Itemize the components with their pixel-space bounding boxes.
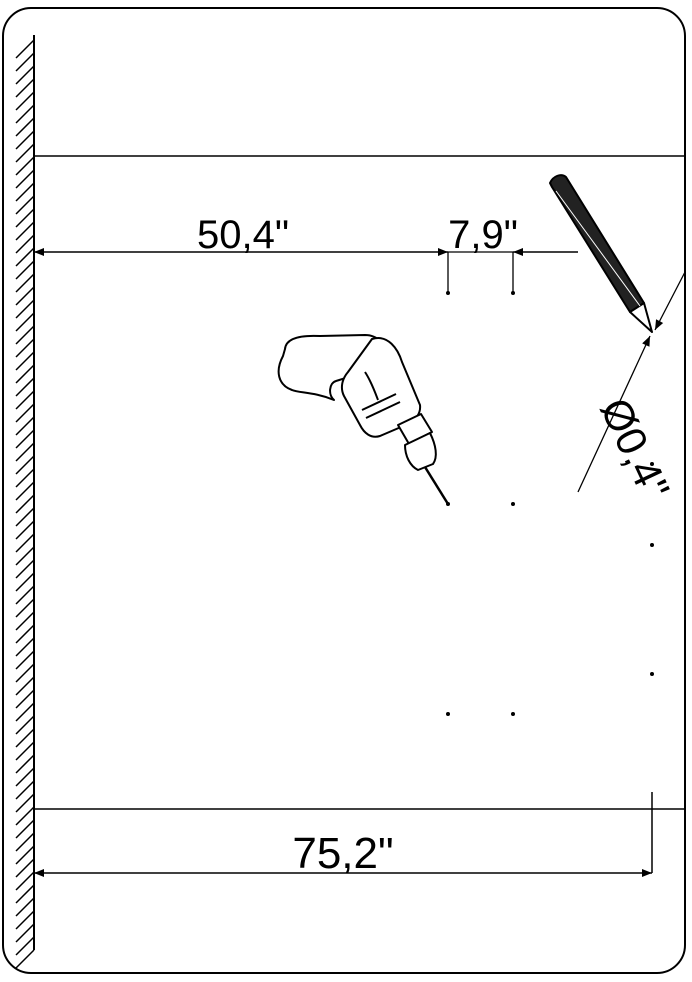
wall-hatch-line — [15, 598, 35, 618]
wall-hatch-line — [15, 585, 35, 605]
wall-hatch-line — [15, 819, 35, 839]
wall-hatch-line — [15, 741, 35, 761]
wall-hatch-line — [15, 702, 35, 722]
wall-hatch-line — [15, 806, 35, 826]
wall-hatch-line — [15, 156, 35, 176]
wall-hatch-line — [15, 442, 35, 462]
wall-hatch-line — [15, 117, 35, 137]
wall-hatch-line — [15, 494, 35, 514]
wall-hatch-line — [15, 65, 35, 85]
wall-hatch-line — [15, 429, 35, 449]
wall-hatch-line — [15, 520, 35, 540]
wall-hatch-line — [15, 130, 35, 150]
wall-hatch-line — [15, 234, 35, 254]
wall-hatch-line — [15, 260, 35, 280]
wall-hatch-line — [15, 832, 35, 852]
wall-hatch-line — [15, 455, 35, 475]
wall-hatch-line — [15, 767, 35, 787]
wall-hatch-line — [15, 910, 35, 930]
wall-hatch-line — [15, 663, 35, 683]
wall-hatch-line — [15, 715, 35, 735]
wall-hatch-line — [15, 338, 35, 358]
wall-hatch-line — [15, 169, 35, 189]
hole-diameter-label: Ø0,4" — [591, 391, 678, 507]
hole-marks — [446, 291, 654, 716]
wall-hatch-line — [15, 533, 35, 553]
wall-hatch-line — [15, 104, 35, 124]
wall-hatch-line — [15, 858, 35, 878]
wall-hatch-line — [15, 182, 35, 202]
wall-hatch-line — [15, 390, 35, 410]
wall-hatch-line — [15, 676, 35, 696]
wall-hatch-line — [15, 52, 35, 72]
wall-hatch-line — [15, 611, 35, 631]
wall-hatch-line — [15, 650, 35, 670]
wall-hatch-line — [15, 221, 35, 241]
hole-mark — [650, 462, 654, 466]
wall-hatch-line — [15, 39, 35, 59]
hole-mark — [650, 672, 654, 676]
wall-hatch-line — [15, 572, 35, 592]
hole-mark — [446, 291, 450, 295]
pencil-icon — [549, 174, 653, 333]
offset-dimension-label: 50,4" — [197, 213, 289, 257]
wall-hatch-line — [15, 780, 35, 800]
wall-hatch-line — [15, 364, 35, 384]
wall-hatch-line — [15, 871, 35, 891]
hole-mark — [511, 712, 515, 716]
wall-hatch-line — [15, 91, 35, 111]
wall-hatch-line — [15, 416, 35, 436]
hole-mark — [650, 543, 654, 547]
wall-hatch-line — [15, 897, 35, 917]
hatched-wall-icon — [15, 35, 35, 969]
wall-hatch-line — [15, 923, 35, 943]
offset-dimension: 50,4" — [34, 213, 448, 257]
hole-mark — [511, 291, 515, 295]
power-drill-icon — [277, 334, 450, 505]
spacing-dimension: 7,9" — [447, 213, 578, 292]
wall-hatch-line — [15, 377, 35, 397]
hole-mark — [446, 712, 450, 716]
wall-hatch-line — [15, 481, 35, 501]
total-width-label: 75,2" — [292, 829, 393, 878]
wall-hatch-line — [15, 637, 35, 657]
wall-hatch-line — [15, 195, 35, 215]
hole-mark — [511, 502, 515, 506]
total-width-dimension: 75,2" — [34, 792, 653, 878]
wall-hatch-line — [15, 559, 35, 579]
diagram-frame — [2, 7, 686, 974]
wall-hatch-line — [15, 78, 35, 98]
wall-hatch-line — [15, 507, 35, 527]
wall-hatch-line — [15, 208, 35, 228]
wall-hatch-line — [15, 793, 35, 813]
wall-hatch-line — [15, 845, 35, 865]
wall-hatch-line — [15, 273, 35, 293]
wall-hatch-line — [15, 312, 35, 332]
wall-hatch-line — [15, 689, 35, 709]
wall-hatch-line — [15, 325, 35, 345]
wall-hatch-line — [15, 468, 35, 488]
spacing-dimension-label: 7,9" — [448, 213, 518, 257]
wall-hatch-line — [15, 403, 35, 423]
wall-hatch-line — [15, 351, 35, 371]
wall-hatch-line — [15, 624, 35, 644]
wall-hatch-line — [15, 949, 35, 969]
wall-hatch-line — [15, 754, 35, 774]
wall-hatch-line — [15, 286, 35, 306]
wall-hatch-line — [15, 299, 35, 319]
wall-hatch-line — [15, 884, 35, 904]
wall-hatch-line — [15, 143, 35, 163]
wall-hatch-line — [15, 546, 35, 566]
wall-hatch-line — [15, 936, 35, 956]
wall-hatch-line — [15, 247, 35, 267]
wall-hatch-line — [15, 728, 35, 748]
